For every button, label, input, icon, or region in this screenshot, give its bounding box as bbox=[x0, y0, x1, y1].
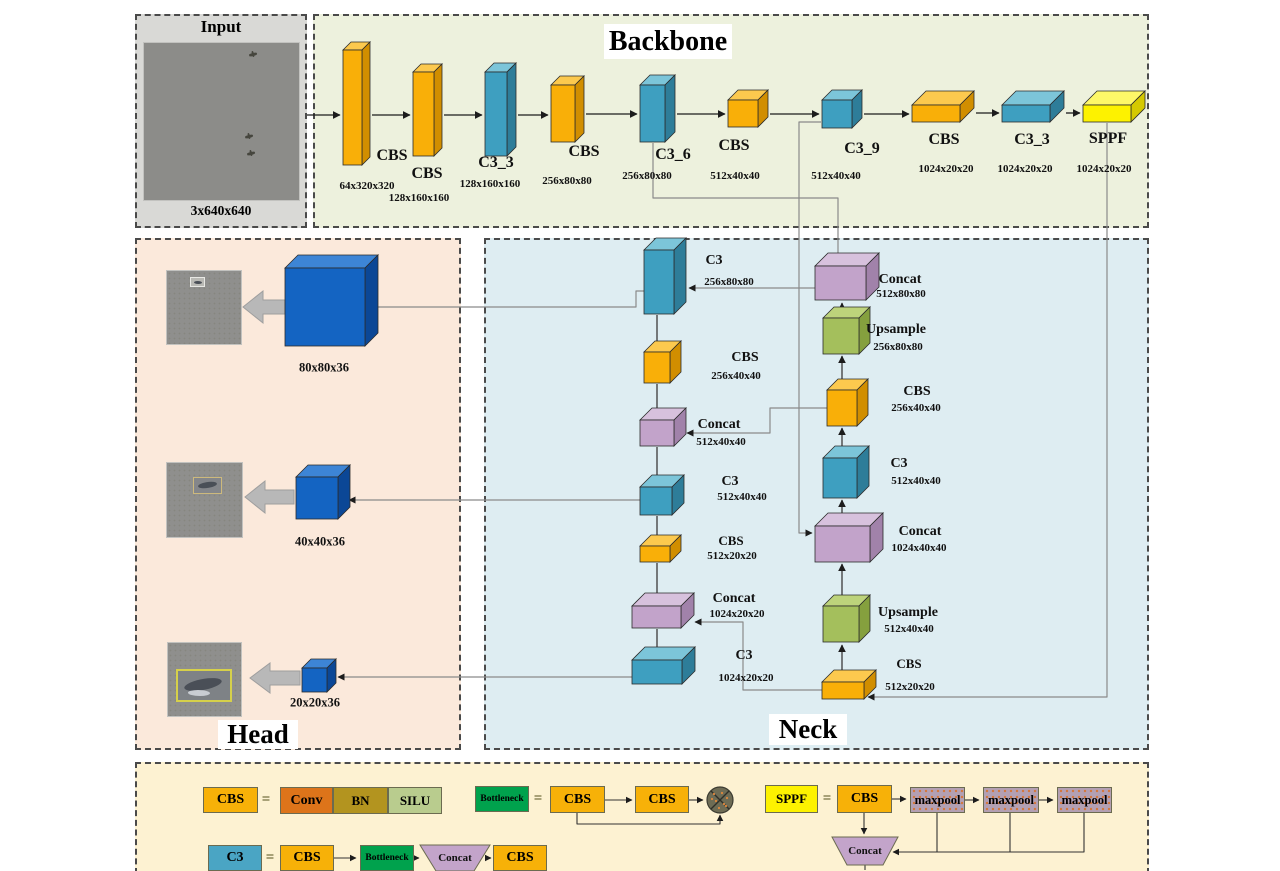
node-bb-cbs3 bbox=[550, 75, 585, 143]
neck-panel bbox=[484, 238, 1149, 750]
node-bb-cbs4 bbox=[727, 89, 769, 128]
head-result-image-20 bbox=[167, 642, 242, 717]
connector-route-cbs-concat20 bbox=[694, 618, 822, 691]
head-arrow-20-icon bbox=[249, 662, 301, 694]
connector-leg-skip bbox=[576, 813, 724, 825]
node-nl-concat-2 bbox=[631, 592, 695, 629]
legend-c3-cbs-1: CBS bbox=[280, 845, 334, 871]
node-bb-sppf bbox=[1082, 90, 1146, 123]
head-panel-title: Head bbox=[218, 720, 298, 749]
node-bb-cbs1 bbox=[342, 41, 371, 166]
legend-bt-cbs-1: CBS bbox=[550, 786, 605, 813]
node-bb-cbs5 bbox=[911, 90, 975, 123]
node-nl-cbs-1 bbox=[643, 340, 682, 384]
legend-key-sppf: SPPF bbox=[765, 785, 818, 813]
node-head-cube-80 bbox=[284, 254, 379, 347]
connector-route-sppf-cbs bbox=[867, 123, 1108, 701]
node-nl-cbs-2 bbox=[639, 534, 682, 563]
node-nl-c3-2 bbox=[639, 474, 685, 516]
node-nr-upsample-1 bbox=[822, 306, 871, 355]
legend-conv: Conv bbox=[280, 787, 333, 814]
legend-bt-cbs-2: CBS bbox=[635, 786, 689, 813]
legend-sppf-cbs: CBS bbox=[837, 785, 892, 813]
node-bb-c3_9 bbox=[821, 89, 863, 129]
node-head-cube-40 bbox=[295, 464, 351, 520]
connector-route-c3-head80 bbox=[369, 290, 644, 311]
head-arrow-40-icon bbox=[244, 479, 295, 515]
input-panel-title: Input bbox=[200, 17, 242, 36]
node-nr-cbs-1 bbox=[826, 378, 869, 427]
legend-silu: SILU bbox=[388, 787, 442, 814]
node-bb-c3_3a bbox=[484, 62, 517, 157]
node-nr-c3-1 bbox=[822, 445, 870, 499]
head-result-image-80 bbox=[166, 270, 242, 345]
node-head-cube-20 bbox=[301, 658, 337, 693]
legend-maxpool-3: maxpool bbox=[1057, 787, 1112, 813]
neck-panel-title: Neck bbox=[769, 714, 847, 745]
input-image bbox=[143, 42, 300, 201]
node-bb-c3_6 bbox=[639, 74, 676, 143]
node-bb-c3_3b bbox=[1001, 90, 1065, 123]
connector-route-cbs-concat40 bbox=[686, 407, 827, 437]
legend-key-c3: C3 bbox=[208, 845, 262, 871]
node-nl-c3-3 bbox=[631, 646, 696, 685]
legend-c3-bottleneck: Bottleneck bbox=[360, 845, 414, 871]
connector-leg-mpv-3 bbox=[892, 813, 1085, 856]
legend-key-cbs: CBS bbox=[203, 787, 258, 813]
node-nl-concat-1 bbox=[639, 407, 687, 447]
node-nr-cbs-2 bbox=[821, 669, 877, 700]
legend-sppf-concat bbox=[831, 836, 899, 866]
legend-maxpool-1: maxpool bbox=[910, 787, 965, 813]
legend-key-bottleneck: Bottleneck bbox=[475, 786, 529, 812]
add-node-icon bbox=[706, 786, 734, 814]
legend-maxpool-2: maxpool bbox=[983, 787, 1039, 813]
node-nr-concat-2 bbox=[814, 512, 884, 563]
node-nl-c3-1 bbox=[643, 237, 687, 315]
legend-c3-concat bbox=[419, 844, 491, 871]
node-nr-concat-1 bbox=[814, 252, 880, 301]
input-image-dim: 3x640x640 bbox=[190, 203, 252, 218]
head-arrow-80-icon bbox=[242, 289, 286, 325]
backbone-panel-title: Backbone bbox=[604, 24, 732, 59]
legend-bn: BN bbox=[333, 787, 388, 814]
node-bb-cbs2 bbox=[412, 63, 443, 157]
connector-route-c36-concat bbox=[652, 143, 842, 264]
node-nr-upsample-2 bbox=[822, 594, 871, 643]
legend-c3-cbs-2: CBS bbox=[493, 845, 547, 871]
head-result-image-40 bbox=[166, 462, 243, 538]
connector-route-c39-concat bbox=[798, 121, 821, 537]
